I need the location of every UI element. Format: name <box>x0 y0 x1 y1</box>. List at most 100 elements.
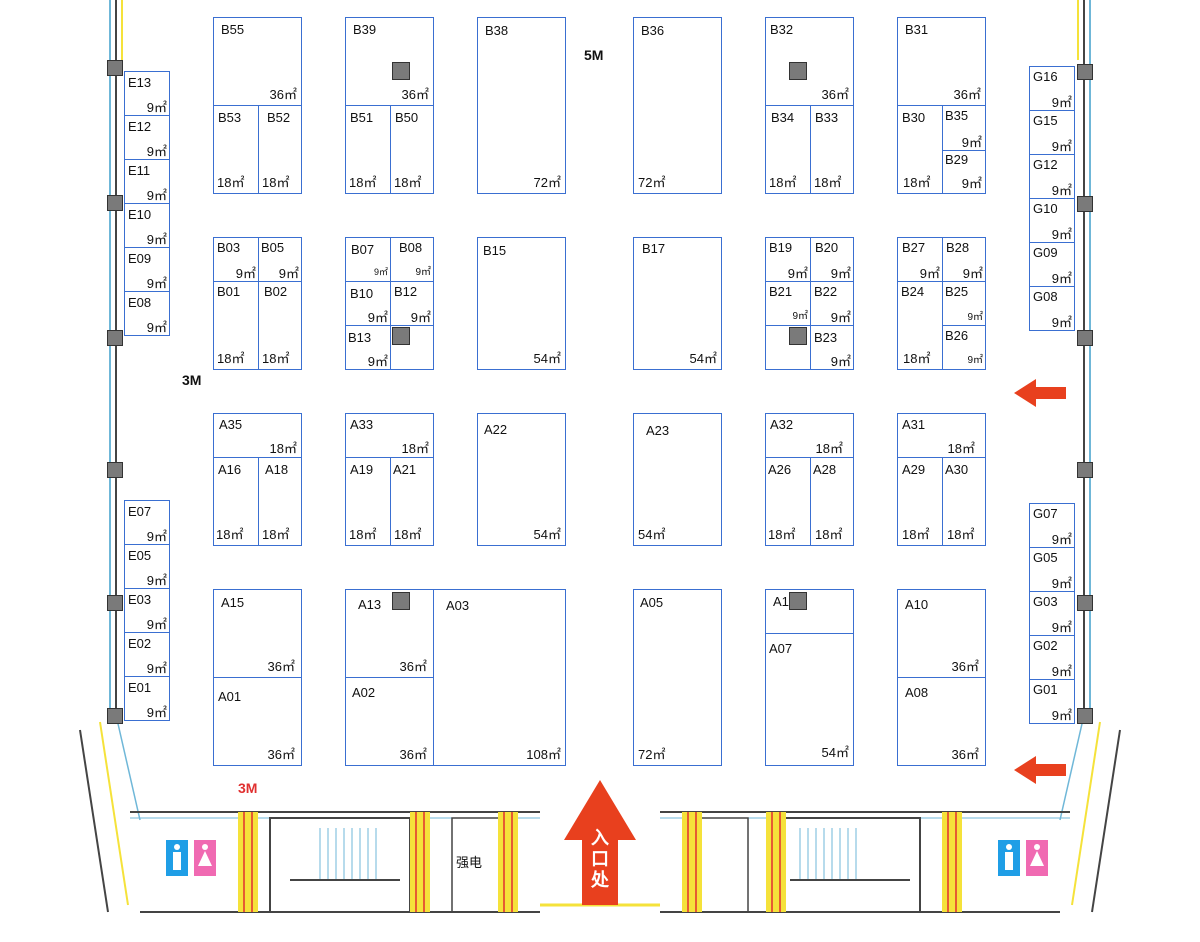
booth-b34[interactable]: B34 18㎡ <box>765 105 811 194</box>
booth-b28[interactable]: B28 9㎡ <box>942 237 986 282</box>
booth-b03[interactable]: B03 9㎡ <box>213 237 259 282</box>
wall-pillar <box>1077 595 1093 611</box>
booth-g16[interactable]: G16 9㎡ <box>1029 66 1075 111</box>
booth-number: A19 <box>350 462 374 477</box>
booth-area: 36㎡ <box>267 659 295 674</box>
booth-area: 36㎡ <box>951 747 979 762</box>
booth-number: G12 <box>1033 157 1058 172</box>
booth-a21[interactable]: A21 18㎡ <box>390 457 434 546</box>
booth-a10[interactable]: A10 36㎡ <box>897 589 986 678</box>
booth-a29[interactable]: A29 18㎡ <box>897 457 943 546</box>
booth-b10[interactable]: B10 9㎡ <box>345 281 391 326</box>
booth-area: 9㎡ <box>146 232 167 247</box>
booth-g10[interactable]: G10 9㎡ <box>1029 198 1075 243</box>
booth-e10[interactable]: E10 9㎡ <box>124 203 170 248</box>
booth-b29[interactable]: B29 9㎡ <box>942 150 986 194</box>
booth-b53[interactable]: B53 18㎡ <box>213 105 259 194</box>
booth-e09[interactable]: E09 9㎡ <box>124 247 170 292</box>
booth-b36[interactable]: B36 72㎡ <box>633 17 722 194</box>
booth-b25[interactable]: B25 9㎡ <box>942 281 986 326</box>
booth-g15[interactable]: G15 9㎡ <box>1029 110 1075 155</box>
booth-a35[interactable]: A35 18㎡ <box>213 413 302 458</box>
booth-a19[interactable]: A19 18㎡ <box>345 457 391 546</box>
booth-b19[interactable]: B19 9㎡ <box>765 237 811 282</box>
booth-b50[interactable]: B50 18㎡ <box>390 105 434 194</box>
booth-e07[interactable]: E07 9㎡ <box>124 500 170 545</box>
booth-b05[interactable]: B05 9㎡ <box>258 237 302 282</box>
booth-area: 18㎡ <box>814 175 842 190</box>
booth-b17[interactable]: B17 54㎡ <box>633 237 722 370</box>
booth-b20[interactable]: B20 9㎡ <box>810 237 854 282</box>
booth-number: A10 <box>905 597 929 612</box>
booth-a26[interactable]: A26 18㎡ <box>765 457 811 546</box>
booth-e11[interactable]: E11 9㎡ <box>124 159 170 204</box>
booth-a16[interactable]: A16 18㎡ <box>213 457 259 546</box>
booth-area: 9㎡ <box>961 135 982 150</box>
booth-b27[interactable]: B27 9㎡ <box>897 237 943 282</box>
booth-b31[interactable]: B31 36㎡ <box>897 17 986 106</box>
booth-b51[interactable]: B51 18㎡ <box>345 105 391 194</box>
booth-a02[interactable]: A02 36㎡ <box>345 677 434 766</box>
booth-b35[interactable]: B35 9㎡ <box>942 105 986 151</box>
booth-b07[interactable]: B07 9㎡ <box>345 237 391 282</box>
booth-a15[interactable]: A15 36㎡ <box>213 589 302 678</box>
booth-b24[interactable]: B24 18㎡ <box>897 281 943 370</box>
booth-a18[interactable]: A18 18㎡ <box>258 457 302 546</box>
booth-b21[interactable]: B21 9㎡ <box>765 281 811 326</box>
booth-b55[interactable]: B55 36㎡ <box>213 17 302 106</box>
booth-b52[interactable]: B52 18㎡ <box>258 105 302 194</box>
booth-g08[interactable]: G08 9㎡ <box>1029 286 1075 331</box>
booth-a22[interactable]: A22 54㎡ <box>477 413 566 546</box>
booth-b02[interactable]: B02 18㎡ <box>258 281 302 370</box>
booth-g01[interactable]: G01 9㎡ <box>1029 679 1075 724</box>
booth-b26[interactable]: B26 9㎡ <box>942 325 986 370</box>
booth-b12[interactable]: B12 9㎡ <box>390 281 434 326</box>
booth-a28[interactable]: A28 18㎡ <box>810 457 854 546</box>
booth-a05[interactable]: A05 72㎡ <box>633 589 722 766</box>
booth-e08[interactable]: E08 9㎡ <box>124 291 170 336</box>
booth-a08[interactable]: A08 36㎡ <box>897 677 986 766</box>
booth-g02[interactable]: G02 9㎡ <box>1029 635 1075 680</box>
booth-e03[interactable]: E03 9㎡ <box>124 588 170 633</box>
booth-g09[interactable]: G09 9㎡ <box>1029 242 1075 287</box>
booth-b23[interactable]: B23 9㎡ <box>810 325 854 370</box>
booth-a11[interactable]: A11 <box>765 589 854 634</box>
booth-b33[interactable]: B33 18㎡ <box>810 105 854 194</box>
booth-b30[interactable]: B30 18㎡ <box>897 105 943 194</box>
booth-a32[interactable]: A32 18㎡ <box>765 413 854 458</box>
booth-b13-annex[interactable] <box>390 325 434 370</box>
booth-a33[interactable]: A33 18㎡ <box>345 413 434 458</box>
booth-e13[interactable]: E13 9㎡ <box>124 71 170 116</box>
booth-number: A29 <box>902 462 926 477</box>
booth-e12[interactable]: E12 9㎡ <box>124 115 170 160</box>
booth-area: 72㎡ <box>638 175 666 190</box>
booth-a31[interactable]: A31 18㎡ <box>897 413 986 458</box>
booth-b15[interactable]: B15 54㎡ <box>477 237 566 370</box>
booth-number: G09 <box>1033 245 1058 260</box>
booth-g07[interactable]: G07 9㎡ <box>1029 503 1075 548</box>
booth-a30[interactable]: A30 18㎡ <box>942 457 986 546</box>
booth-e05[interactable]: E05 9㎡ <box>124 544 170 589</box>
booth-b08[interactable]: B08 9㎡ <box>390 237 434 282</box>
booth-g05[interactable]: G05 9㎡ <box>1029 547 1075 592</box>
booth-a23[interactable]: A23 54㎡ <box>633 413 722 546</box>
booth-a03[interactable]: A03 108㎡ <box>433 589 566 766</box>
booth-a07[interactable]: A07 54㎡ <box>765 633 854 766</box>
booth-b22[interactable]: B22 9㎡ <box>810 281 854 326</box>
booth-area: 9㎡ <box>146 529 167 544</box>
booth-area: 36㎡ <box>821 87 849 102</box>
booth-b38[interactable]: B38 72㎡ <box>477 17 566 194</box>
booth-a01[interactable]: A01 36㎡ <box>213 677 302 766</box>
booth-g03[interactable]: G03 9㎡ <box>1029 591 1075 636</box>
booth-b32[interactable]: B32 36㎡ <box>765 17 854 106</box>
booth-e02[interactable]: E02 9㎡ <box>124 632 170 677</box>
booth-e01[interactable]: E01 9㎡ <box>124 676 170 721</box>
booth-g12[interactable]: G12 9㎡ <box>1029 154 1075 199</box>
booth-number: B26 <box>945 328 969 343</box>
booth-b13[interactable]: B13 9㎡ <box>345 325 391 370</box>
booth-b39[interactable]: B39 36㎡ <box>345 17 434 106</box>
booth-number: E12 <box>128 119 152 134</box>
booth-a13[interactable]: A13 36㎡ <box>345 589 434 678</box>
booth-number: B34 <box>771 110 795 125</box>
booth-b01[interactable]: B01 18㎡ <box>213 281 259 370</box>
